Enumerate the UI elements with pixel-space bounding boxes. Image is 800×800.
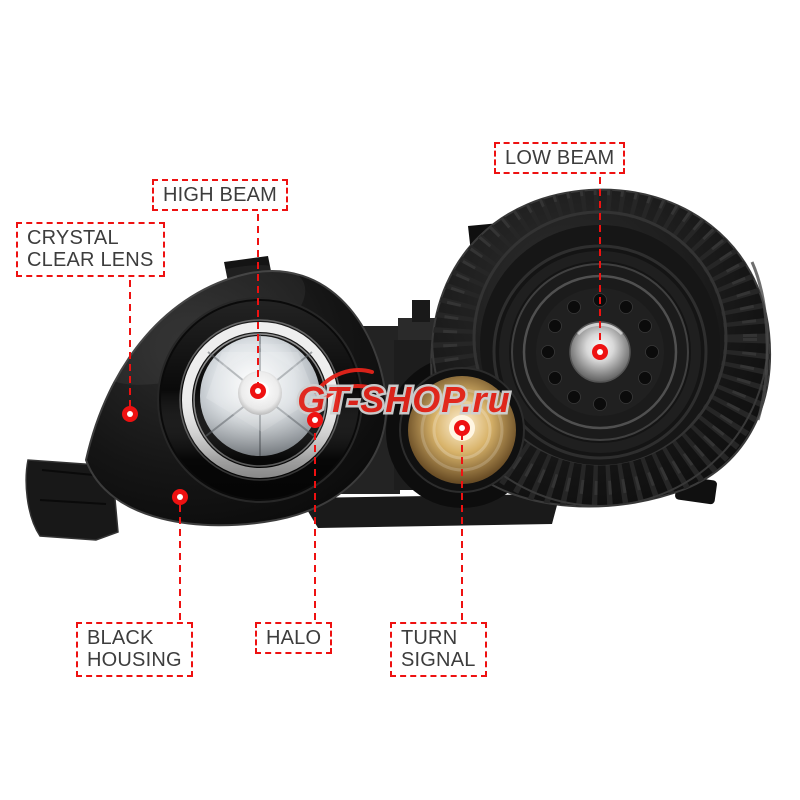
- callout-halo: HALO: [255, 622, 333, 655]
- watermark-text: GT-SHOP.ru: [297, 379, 510, 420]
- anchor-halo: [307, 412, 323, 428]
- watermark-wing-icon: [314, 368, 374, 402]
- callout-line: CRYSTAL: [27, 227, 119, 249]
- anchor-turn-signal: [454, 420, 470, 436]
- anchor-crystal-clear-lens: [122, 406, 138, 422]
- callout-line: HALO: [266, 627, 322, 649]
- left-headlight: [25, 256, 388, 541]
- callout-high-beam: HIGH BEAM: [152, 179, 289, 212]
- callout-line: LOW BEAM: [505, 147, 615, 169]
- callout-turn-signal: TURN SIGNAL: [390, 622, 487, 677]
- callout-line: BLACK: [87, 627, 154, 649]
- clear-lens-glass: [161, 301, 359, 499]
- anchor-high-beam: [250, 383, 266, 399]
- anchor-low-beam: [592, 344, 608, 360]
- callout-crystal-clear-lens: CRYSTAL CLEAR LENS: [16, 222, 165, 277]
- callout-low-beam: LOW BEAM: [494, 142, 626, 175]
- callout-line: TURN: [401, 627, 458, 649]
- callout-line: SIGNAL: [401, 649, 476, 672]
- callout-line: HOUSING: [87, 649, 182, 672]
- mounting-bracket: [25, 459, 119, 541]
- callout-line: HIGH BEAM: [163, 184, 278, 206]
- callout-line: CLEAR LENS: [27, 249, 154, 272]
- watermark: GT-SHOP.ru: [295, 368, 512, 423]
- anchor-black-housing: [172, 489, 188, 505]
- callout-black-housing: BLACK HOUSING: [76, 622, 193, 677]
